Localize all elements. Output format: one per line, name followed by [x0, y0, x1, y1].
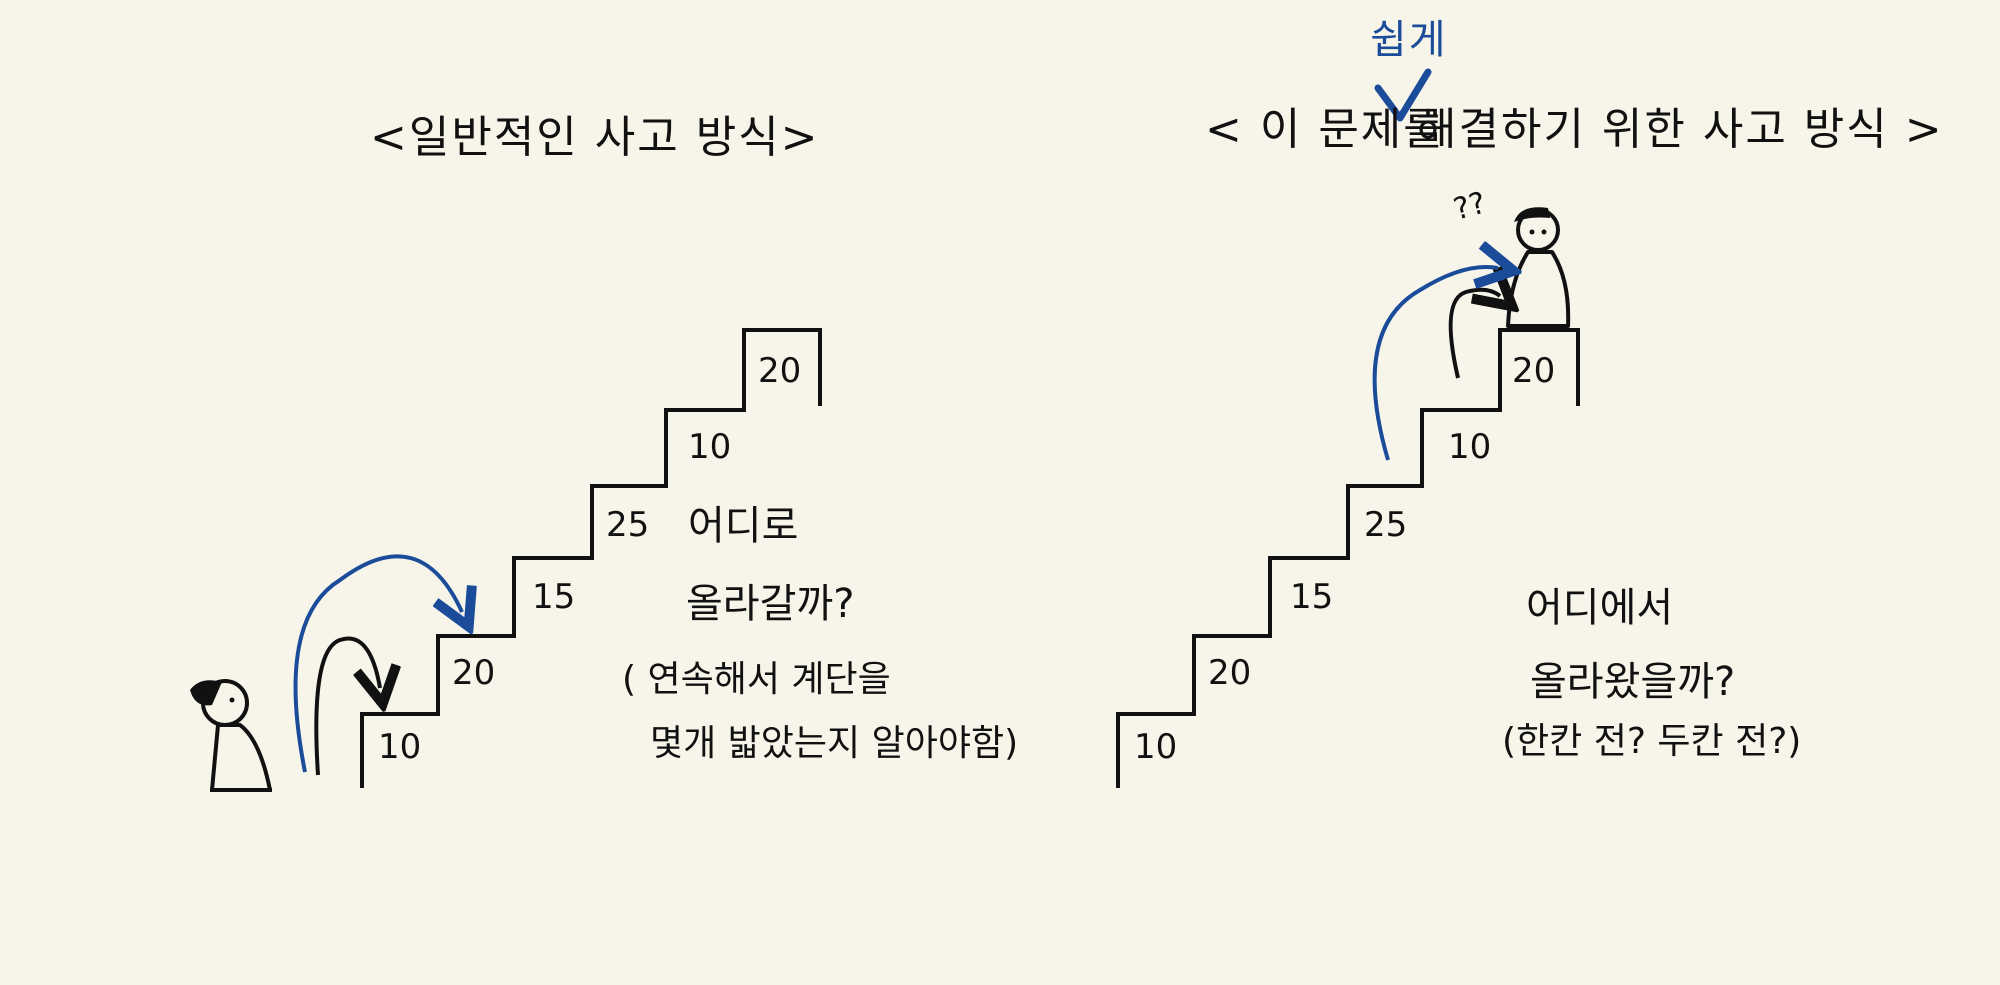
left-step-label-6: 20 [758, 351, 802, 391]
left-title: <일반적인 사고 방식> [370, 112, 820, 163]
left-question-line2: 올라갈까? [686, 581, 855, 627]
right-insert-word: 쉽게 [1370, 17, 1448, 63]
right-question-line1: 어디에서 [1526, 585, 1674, 631]
right-step-label-4: 25 [1364, 505, 1408, 545]
right-step-label-5: 10 [1448, 427, 1492, 467]
right-arrow-two-step [1372, 267, 1498, 461]
left-step-label-3: 15 [532, 577, 576, 617]
right-question-line2: 올라왔을까? [1530, 659, 1736, 705]
right-title-part2: 해결하기 위한 사고 방식 > [1416, 104, 1944, 155]
right-step-label-6: 20 [1512, 351, 1556, 391]
right-step-label-2: 20 [1208, 653, 1252, 693]
left-step-label-4: 25 [606, 505, 650, 545]
right-staircase [1116, 328, 1580, 788]
right-person [1506, 207, 1571, 328]
left-note-line2: 몇개 밟았는지 알아야함) [650, 723, 1019, 764]
right-note: (한칸 전? 두칸 전?) [1502, 721, 1802, 762]
left-staircase [360, 328, 822, 788]
left-step-label-1: 10 [378, 727, 422, 767]
right-step-label-3: 15 [1290, 577, 1334, 617]
insert-caret-icon [1374, 68, 1432, 122]
right-arrow-one-step [1448, 290, 1500, 379]
left-step-label-2: 20 [452, 653, 496, 693]
left-arrow-one-step [314, 636, 380, 776]
left-person [190, 679, 272, 792]
left-arrow-two-step [293, 554, 462, 773]
right-step-label-1: 10 [1134, 727, 1178, 767]
left-step-label-5: 10 [688, 427, 732, 467]
left-note-line1: ( 연속해서 계단을 [622, 659, 891, 700]
right-title-part1: < 이 문제를 [1205, 104, 1446, 155]
left-question-line1: 어디로 [688, 503, 799, 549]
